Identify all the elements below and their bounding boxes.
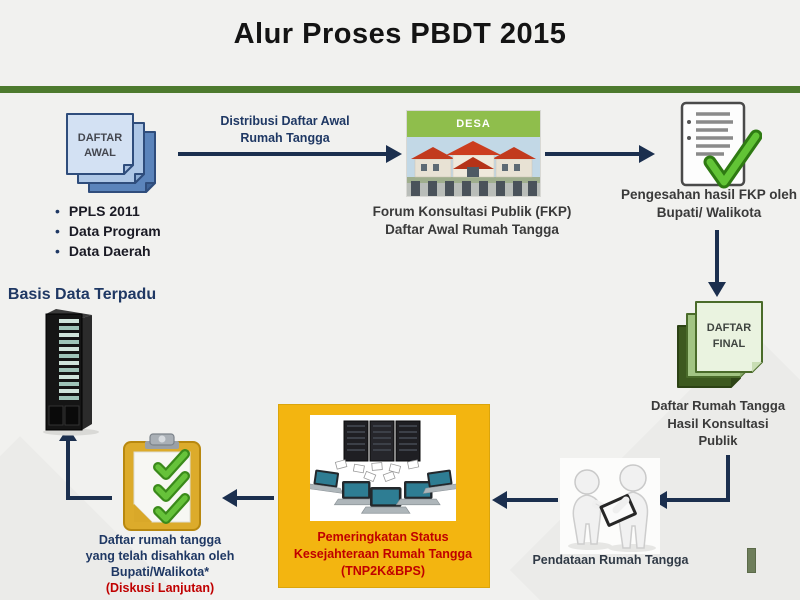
arrowhead-right-icon	[639, 145, 655, 163]
bullet-icon: •	[55, 243, 60, 259]
daftar-final-label-line2: FINAL	[713, 338, 746, 350]
desa-office-photo: DESA	[407, 111, 540, 196]
desa-banner: DESA	[407, 111, 540, 137]
arrowhead-left-icon	[492, 491, 507, 509]
page-title: Alur Proses PBDT 2015	[233, 18, 567, 50]
clipboard-check-icon	[123, 433, 201, 531]
pengesahan-caption: Pengesahan hasil FKP oleh Bupati/ Waliko…	[620, 187, 798, 221]
server-rack-icon	[43, 309, 99, 436]
daftar-final-caption: Daftar Rumah Tangga Hasil Konsultasi Pub…	[650, 398, 786, 449]
source-data-list: • PPLS 2011 • Data Program • Data Daerah	[55, 203, 225, 263]
pemeringkatan-box: Pemeringkatan Status Kesejahteraan Rumah…	[278, 404, 490, 588]
arrowhead-left-icon	[222, 489, 237, 507]
bullet-icon: •	[55, 203, 60, 219]
list-item: • PPLS 2011	[55, 203, 225, 219]
daftar-awal-paper-stack-icon: DAFTAR AWAL	[66, 113, 156, 193]
pendataan-caption: Pendataan Rumah Tangga	[532, 553, 689, 567]
diskusi-lanjutan-note: (Diskusi Lanjutan)	[105, 581, 215, 595]
document-check-icon	[680, 101, 762, 189]
list-item-label: Data Daerah	[68, 243, 151, 259]
title-divider-line	[0, 86, 800, 93]
disahkan-caption: Daftar rumah tangga yang telah disahkan …	[70, 532, 250, 596]
arrowhead-down-icon	[708, 282, 726, 297]
pemeringkatan-caption: Pemeringkatan Status Kesejahteraan Rumah…	[293, 530, 473, 578]
distribusi-label: Distribusi Daftar Awal Rumah Tangga	[220, 114, 350, 145]
fkp-caption: Forum Konsultasi Publik (FKP) Daftar Awa…	[372, 204, 572, 238]
list-item: • Data Daerah	[55, 243, 225, 259]
data-processing-icon	[310, 415, 456, 521]
village-building-illustration	[407, 137, 540, 196]
daftar-final-label-line1: DAFTAR	[707, 322, 751, 334]
slide-footer-marker	[747, 548, 756, 573]
daftar-final-paper-stack-icon: DAFTAR FINAL	[677, 301, 763, 388]
people-survey-icon	[560, 458, 660, 554]
list-item-label: PPLS 2011	[68, 203, 140, 219]
daftar-awal-label-line2: AWAL	[84, 147, 116, 159]
basis-data-label: Basis Data Terpadu	[7, 286, 157, 303]
list-item-label: Data Program	[68, 223, 161, 239]
list-item: • Data Program	[55, 223, 225, 239]
bullet-icon: •	[55, 223, 60, 239]
daftar-awal-label-line1: DAFTAR	[78, 132, 122, 144]
laptop-ring	[310, 469, 456, 514]
arrowhead-right-icon	[386, 145, 402, 163]
